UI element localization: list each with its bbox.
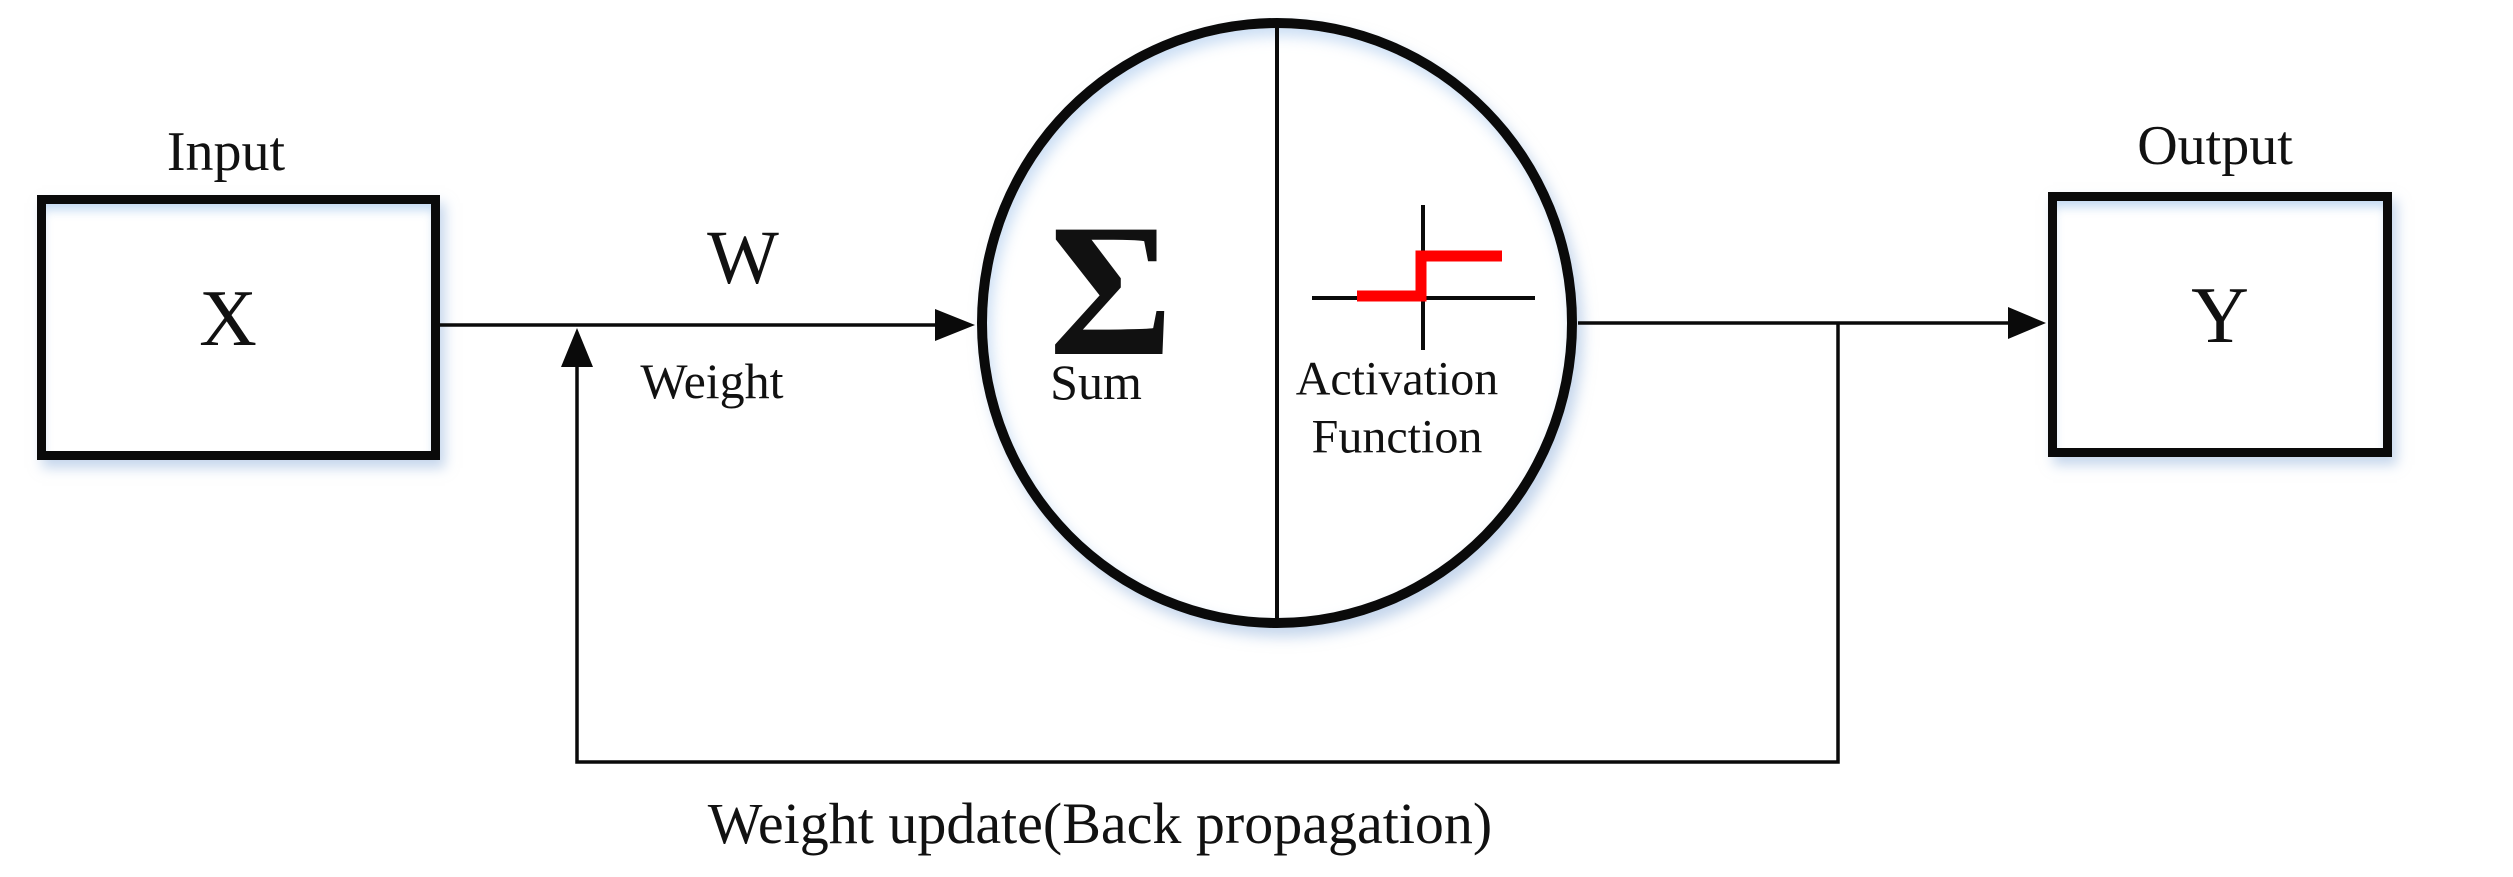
- activation-label: Activation Function: [1296, 350, 1499, 465]
- input-value: X: [199, 275, 257, 363]
- output-label: Output: [2137, 115, 2293, 177]
- feedback-arrowhead-icon: [561, 328, 593, 367]
- activation-label-line1: Activation: [1295, 352, 1499, 406]
- weight-symbol: W: [707, 216, 779, 300]
- output-value: Y: [2191, 272, 2249, 360]
- input-label: Input: [166, 121, 286, 183]
- weight-label: Weight: [640, 353, 784, 409]
- activation-label-line2: Function: [1311, 410, 1483, 463]
- sum-label: Sum: [1050, 354, 1142, 410]
- output-box: [2048, 192, 2392, 457]
- output-arrowhead-icon: [2008, 307, 2046, 339]
- input-box: [37, 195, 440, 460]
- weight-arrowhead-icon: [935, 309, 975, 341]
- feedback-label: Weight update(Back propagation): [707, 791, 1493, 856]
